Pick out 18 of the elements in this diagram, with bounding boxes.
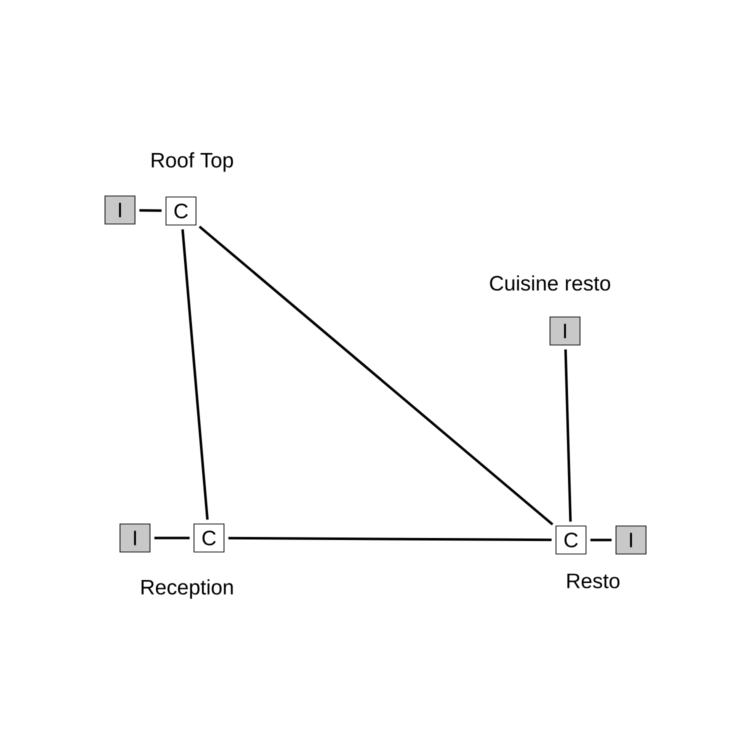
connector-line — [139, 209, 162, 212]
i-box: I — [616, 526, 646, 554]
connector-line — [564, 349, 572, 522]
place-label: Roof Top — [152, 152, 233, 172]
i-box: I — [550, 316, 580, 346]
place-label: Cuisine resto — [490, 275, 610, 291]
place-label: Resto — [567, 574, 620, 588]
connector-line — [198, 226, 554, 526]
connector-line — [154, 536, 190, 540]
connector-line — [228, 536, 552, 542]
c-box: C — [166, 196, 196, 226]
i-box: I — [120, 524, 150, 552]
connector-line — [590, 538, 612, 542]
place-label: Reception — [142, 579, 233, 599]
c-box: C — [194, 524, 224, 552]
c-box: C — [556, 526, 586, 554]
connector-line — [181, 229, 209, 520]
i-box: I — [104, 196, 136, 224]
